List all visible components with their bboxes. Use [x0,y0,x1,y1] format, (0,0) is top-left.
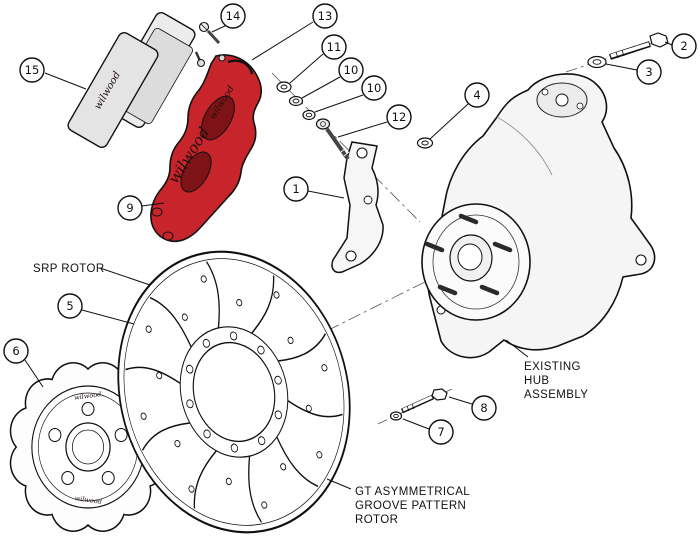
bracket-bolt [400,388,448,414]
svg-text:4: 4 [473,88,480,102]
rotor-mount-holes [186,331,282,453]
strut-washer [587,55,607,69]
pad-retainer-bolt [198,21,221,45]
callout-9: 9 [117,195,143,221]
brake-caliper: wilwood wilwood [150,51,262,243]
callout-1: 1 [283,176,309,202]
callout-7: 7 [428,419,454,445]
hat-brand-script-bottom: wilwood [74,494,102,506]
svg-text:10: 10 [367,81,382,95]
rotor-slots [125,261,343,523]
callout-10b: 10 [361,75,387,101]
svg-text:5: 5 [66,299,73,313]
brake-pads: wilwood [67,11,196,149]
label-gt-rotor-line3: ROTOR [355,514,398,526]
svg-text:8: 8 [480,401,487,415]
svg-text:1: 1 [292,182,299,196]
label-gt-rotor-line1: GT ASYMMETRICAL [355,486,470,498]
svg-text:14: 14 [226,9,241,23]
rotor-drill-holes [140,275,328,509]
svg-text:6: 6 [12,344,19,358]
label-existing-hub-line3: ASSEMBLY [524,389,588,401]
callout-13: 13 [312,3,338,29]
hub-knuckle-assembly [421,73,656,359]
callout-10a: 10 [338,57,364,83]
mounting-bolt [315,118,350,161]
svg-text:15: 15 [25,63,40,77]
svg-text:12: 12 [392,110,407,124]
callout-12: 12 [386,104,412,130]
hat-brand-script-top: wilwood [74,390,102,402]
svg-text:7: 7 [437,425,444,439]
svg-text:2: 2 [680,39,687,53]
svg-text:13: 13 [318,9,333,23]
callout-11: 11 [321,34,347,60]
callout-5: 5 [57,293,83,319]
leader-lines [24,21,673,490]
label-existing-hub-line1: EXISTING [524,361,581,373]
label-srp-rotor: SRP ROTOR [33,263,105,275]
callout-4: 4 [464,82,490,108]
spacer-washer [416,137,434,149]
callout-2: 2 [671,33,697,59]
label-existing-hub-line2: HUB [524,375,549,387]
callout-3: 3 [636,59,662,85]
bleed-screws [194,51,254,75]
callout-14: 14 [220,3,246,29]
wheel-studs [424,213,513,296]
caliper-bracket [331,141,384,274]
label-gt-rotor-line2: GROOVE PATTERN [355,500,466,512]
callout-balloons: 1 2 3 4 5 6 7 8 [3,3,697,445]
srp-rotor [117,250,351,534]
callout-6: 6 [3,338,29,364]
strut-bolt [609,32,669,60]
callout-15: 15 [19,57,45,83]
svg-text:10: 10 [344,63,359,77]
text-labels: SRP ROTOR EXISTING HUB ASSEMBLY GT ASYMM… [33,263,588,526]
bracket-washer [389,411,403,421]
washer-stack [276,81,316,121]
svg-text:3: 3 [645,65,652,79]
svg-text:11: 11 [327,40,342,54]
hub-face [421,203,531,321]
svg-text:9: 9 [126,201,133,215]
callout-8: 8 [471,395,497,421]
